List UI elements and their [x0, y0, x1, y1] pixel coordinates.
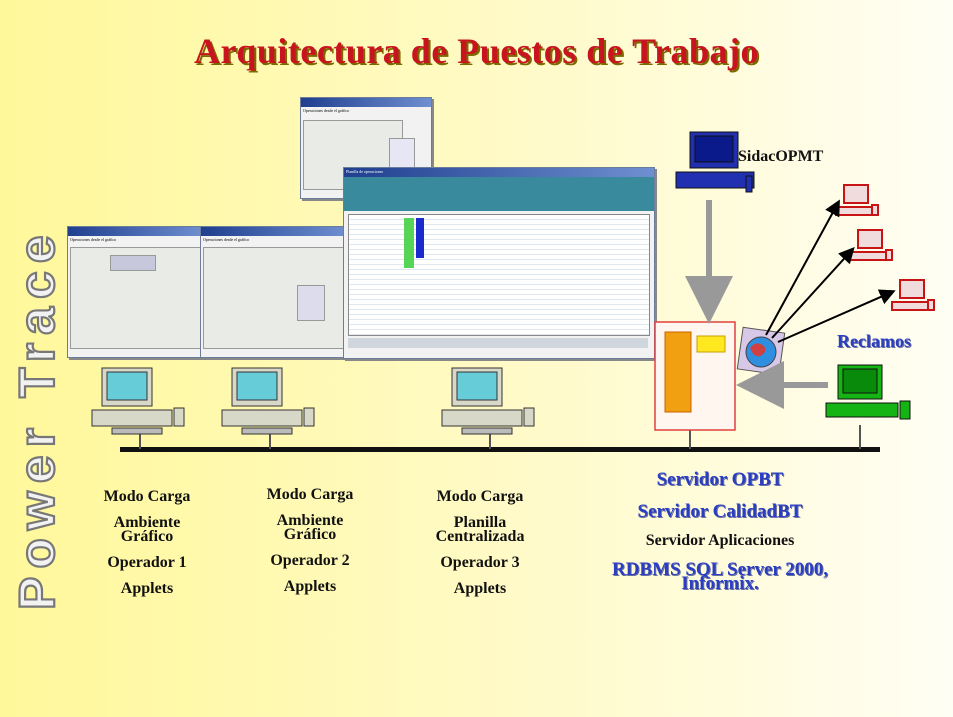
globe-icon [736, 326, 786, 376]
arrow-to-remote-1 [765, 199, 840, 336]
ws1-line-3: Gráfico [120, 528, 174, 545]
workstation-3-label: Modo Carga Planilla Centralizada Operado… [420, 487, 540, 599]
power-trace-text: Power Trace [9, 227, 65, 610]
remote-computer-3-icon [891, 279, 935, 311]
workstation-1-label: Modo Carga Ambiente Gráfico Operador 1 A… [92, 487, 202, 599]
ws1-line-1: Modo Carga [103, 488, 191, 505]
server-line-1: Servidor OPBT [656, 469, 784, 490]
arrow-to-remote-2 [771, 247, 855, 339]
ws3-line-5: Applets [453, 580, 507, 597]
workstation-3-computer-icon [441, 367, 535, 435]
ws2-line-1: Modo Carga [266, 486, 354, 503]
server-line-2: Servidor CalidadBT [637, 501, 803, 522]
screenshot-mid-title: Operaciones desde el gráfico [203, 237, 250, 242]
screenshot-main-title: Planilla de operaciones [346, 169, 384, 174]
ws3-line-3: Centralizada [435, 528, 525, 545]
sidac-label: SidacOPMT [738, 148, 824, 165]
server-label: Servidor OPBT Servidor CalidadBT Servido… [580, 469, 860, 595]
page-title: Arquitectura de Puestos de Trabajo [194, 31, 759, 71]
screenshot-left-title: Operaciones desde el gráfico [70, 237, 117, 242]
ws2-line-4: Operador 2 [270, 552, 350, 569]
ws3-line-2: Planilla [453, 514, 507, 531]
ws2-line-3: Gráfico [283, 526, 337, 543]
ws2-line-2: Ambiente [276, 512, 344, 529]
server-line-4: RDBMS SQL Server 2000, [611, 559, 829, 580]
workstation-2-label: Modo Carga Ambiente Gráfico Operador 2 A… [255, 485, 365, 597]
ws1-line-4: Operador 1 [107, 554, 187, 571]
network-bus [120, 447, 880, 452]
screenshot-top-title: Operaciones desde el gráfico [303, 108, 350, 113]
server-line-5: Informix. [681, 573, 759, 594]
screenshot-mid: Operaciones desde el gráfico [200, 226, 347, 358]
reclamos-computer-icon [825, 364, 911, 420]
reclamos-label: Reclamos [837, 331, 911, 351]
screenshot-main-table: Planilla de operaciones [343, 167, 655, 359]
sidac-computer-icon [675, 131, 755, 193]
workstation-2-computer-icon [221, 367, 315, 435]
vertical-brand-text: Power Trace [8, 226, 66, 611]
ws2-line-5: Applets [283, 578, 337, 595]
ws1-line-5: Applets [120, 580, 174, 597]
server-box-icon [654, 321, 736, 431]
arrow-to-remote-3 [777, 289, 896, 343]
workstation-1-computer-icon [91, 367, 185, 435]
ws3-line-1: Modo Carga [436, 488, 524, 505]
ws1-line-2: Ambiente [113, 514, 181, 531]
remote-computer-2-icon [849, 229, 893, 261]
screenshot-left: Operaciones desde el gráfico [67, 226, 204, 358]
ws3-line-4: Operador 3 [440, 554, 520, 571]
remote-computer-1-icon [835, 184, 879, 216]
server-line-3: Servidor Aplicaciones [645, 532, 795, 549]
